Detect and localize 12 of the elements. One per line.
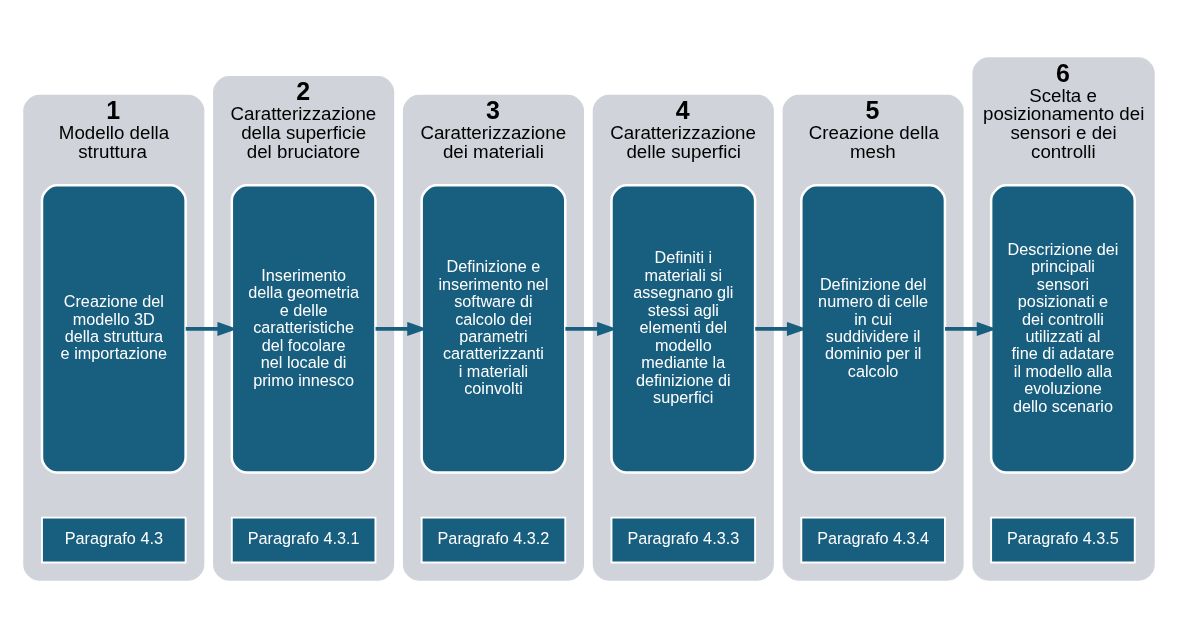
node-box: Paragrafo 4.3.4 [800,516,946,563]
node-box: Paragrafo 4.3.1 [230,516,377,563]
node-box: Definiti i materiali si assegnano gli stessi agli elementi del modello mediante la definizione di superfici [610,183,757,474]
node-box: Paragrafo 4.3.2 [420,516,567,563]
node-box: Inserimento della geometria e delle caratteristiche del focolare nel locale di primo innesco [230,183,377,474]
node-box: Paragrafo 4.3.5 [990,516,1136,563]
node-box: Definizione e inserimento nel software di calcolo dei parametri caratterizzanti i materiali coinvolti [420,183,567,474]
node-box: Descrizione dei principali sensori posizionati e dei controlli utilizzati al fine di adatare il modello alla evoluzione dello scenario [989,183,1136,474]
node-box: Definizione del numero di celle in cui suddividere il dominio per il calcolo [800,183,947,474]
node-box: Paragrafo 4.3 [41,516,187,563]
node-box: Creazione del modello 3D della struttura e importazione [40,183,187,474]
node-box: Paragrafo 4.3.3 [610,516,757,563]
